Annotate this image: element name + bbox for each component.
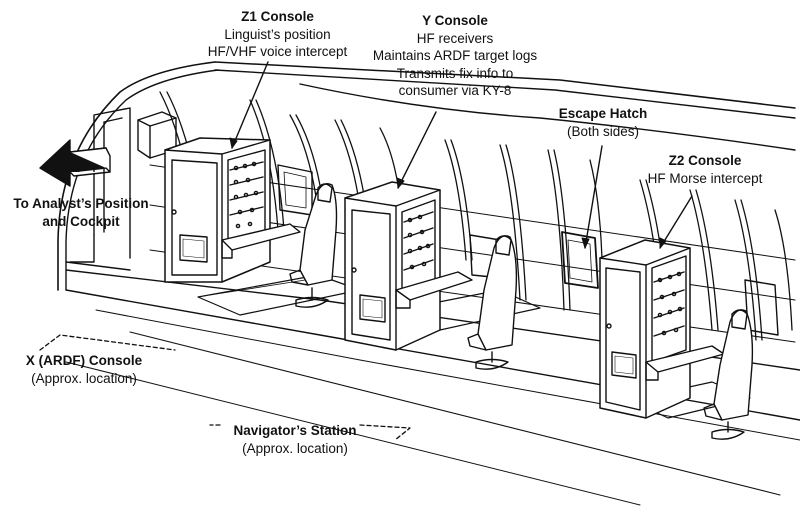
analyst-position-title: To Analyst’s Position: [13, 196, 149, 211]
z1-operator-seat: [289, 183, 338, 308]
escape-hatch-label: Escape Hatch (Both sides): [548, 105, 658, 140]
navigator-station-line: (Approx. location): [242, 440, 348, 456]
y-console-label: Y Console HF receivers Maintains ARDF ta…: [355, 12, 555, 100]
z2-console-label: Z2 Console HF Morse intercept: [630, 152, 780, 187]
x-console-title: X (ARDF) Console: [25, 353, 143, 368]
navigator-station-label: Navigator’s Station (Approx. location): [220, 422, 370, 457]
y-console-line: Maintains ARDF target logs: [372, 48, 538, 63]
y-console-title: Y Console: [422, 13, 488, 28]
y-operator-seat: [467, 235, 518, 370]
z1-console: [164, 137, 361, 316]
escape-hatch-line: (Both sides): [566, 123, 640, 139]
z1-leader-line: [231, 61, 269, 149]
z1-console-label: Z1 Console Linguist’s position HF/VHF vo…: [190, 8, 365, 61]
analyst-position-line: and Cockpit: [42, 213, 120, 229]
direction-arrow: [39, 139, 111, 187]
y-console: [344, 181, 541, 351]
z2-console-title: Z2 Console: [668, 153, 742, 168]
analyst-position-label: To Analyst’s Position and Cockpit: [6, 195, 156, 230]
x-console-line: (Approx. location): [31, 370, 137, 386]
z1-console-line: HF/VHF voice intercept: [207, 44, 348, 59]
y-leader-line: [397, 111, 437, 189]
y-console-line: consumer via KY-8: [398, 83, 512, 98]
z1-console-title: Z1 Console: [241, 9, 314, 24]
approx-location-outlines: [39, 334, 411, 441]
z2-console: [599, 239, 751, 419]
y-console-line: Transmits fix info to: [396, 65, 514, 81]
z1-console-line: Linguist’s position: [224, 26, 331, 42]
leader-arrowheads: [229, 137, 667, 249]
x-console-location-outline: [39, 334, 176, 351]
escape-hatch-title: Escape Hatch: [558, 106, 648, 121]
z2-operator-seat: [703, 309, 754, 440]
navigator-station-location-outline: [209, 424, 411, 441]
forward-doorway: [69, 107, 131, 263]
fuselage-ceiling: [57, 61, 796, 291]
leader-lines: [231, 61, 693, 249]
navigator-station-title: Navigator’s Station: [233, 423, 357, 438]
x-console-label: X (ARDF) Console (Approx. location): [14, 352, 154, 387]
hatch-leader-line: [584, 145, 603, 249]
z2-leader-line: [659, 195, 693, 249]
z2-console-line: HF Morse intercept: [647, 170, 763, 186]
y-console-line: HF receivers: [416, 30, 494, 46]
